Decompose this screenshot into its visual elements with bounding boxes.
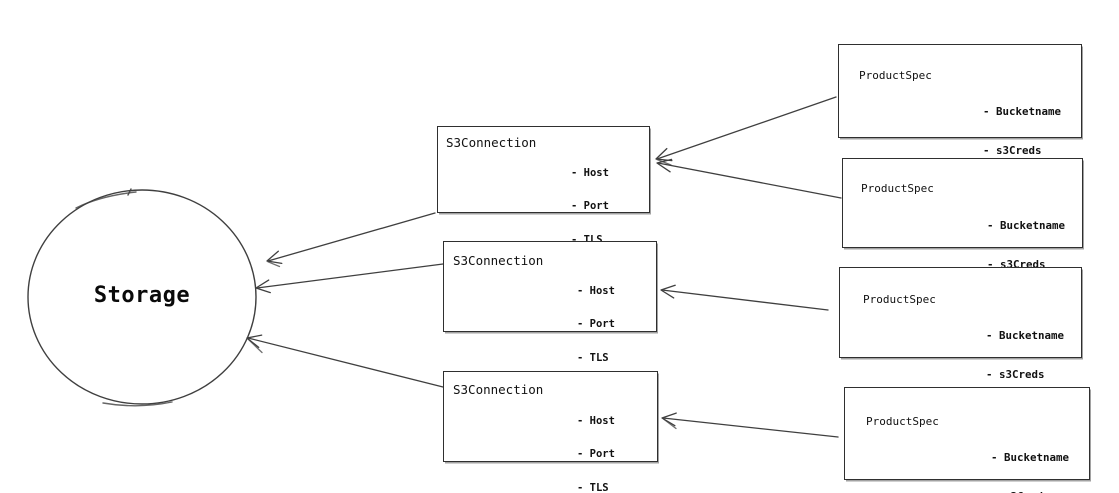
node-attribute: - Bucketname <box>983 105 1062 118</box>
arrow-s3connection-1-to-storage <box>266 212 436 268</box>
node-attribute: - s3Creds <box>983 144 1042 157</box>
node-attributes: - Bucketname - s3Creds <box>983 79 1061 183</box>
node-attribute: - TLS <box>577 352 609 365</box>
arrow-productspec-2-to-s3connection-1 <box>656 158 842 199</box>
node-attribute: - Bucketname <box>986 329 1065 342</box>
node-title: S3Connection <box>446 135 537 150</box>
node-title: S3Connection <box>453 253 544 268</box>
node-attribute: - Bucketname <box>991 451 1070 464</box>
s3connection-node-3: S3Connection - Host - Port - TLS <box>443 371 658 493</box>
node-attributes: - Bucketname - s3Creds <box>986 303 1064 407</box>
node-attribute: - Host <box>577 414 615 427</box>
productspec-node-3: ProductSpec - Bucketname - s3Creds <box>839 267 1082 381</box>
arrow-s3connection-3-to-storage <box>246 334 444 388</box>
arrow-s3connection-2-to-storage <box>255 263 444 294</box>
node-attribute: - Port <box>577 318 615 331</box>
storage-circle <box>27 188 257 407</box>
node-attribute: - s3Creds <box>991 490 1069 493</box>
node-attribute: - Port <box>571 200 609 213</box>
arrow-productspec-1-to-s3connection-1 <box>655 96 837 166</box>
node-attribute: - Host <box>571 166 609 179</box>
connector-group <box>27 96 842 438</box>
node-title: ProductSpec <box>859 69 932 82</box>
node-attribute: - s3Creds <box>986 368 1045 381</box>
node-attribute: - Bucketname <box>987 219 1066 232</box>
node-attributes: - Host - Port - TLS <box>577 393 615 493</box>
node-attributes: - Host - Port - TLS <box>571 145 609 269</box>
node-attributes: - Host - Port - TLS <box>577 263 615 387</box>
node-attribute: - Host <box>577 284 615 297</box>
node-title: ProductSpec <box>866 415 939 428</box>
s3connection-node-1: S3Connection - Host - Port - TLS <box>437 126 650 246</box>
node-attributes: - Bucketname - s3Creds <box>991 425 1069 493</box>
node-attribute: - Port <box>577 448 615 461</box>
productspec-node-2: ProductSpec - Bucketname - s3Creds <box>842 158 1083 271</box>
s3connection-node-2: S3Connection - Host - Port - TLS <box>443 241 657 364</box>
storage-label: Storage <box>93 283 191 308</box>
node-title: ProductSpec <box>863 293 936 306</box>
productspec-node-4: ProductSpec - Bucketname - s3Creds <box>844 387 1090 493</box>
arrow-productspec-3-to-s3connection-2 <box>660 284 829 311</box>
productspec-node-1: ProductSpec - Bucketname - s3Creds <box>838 44 1082 157</box>
arrow-productspec-4-to-s3connection-3 <box>661 412 839 438</box>
node-attribute: - TLS <box>571 235 609 247</box>
node-title: S3Connection <box>453 382 544 397</box>
node-title: ProductSpec <box>861 182 934 195</box>
node-attribute: - TLS <box>577 482 609 493</box>
